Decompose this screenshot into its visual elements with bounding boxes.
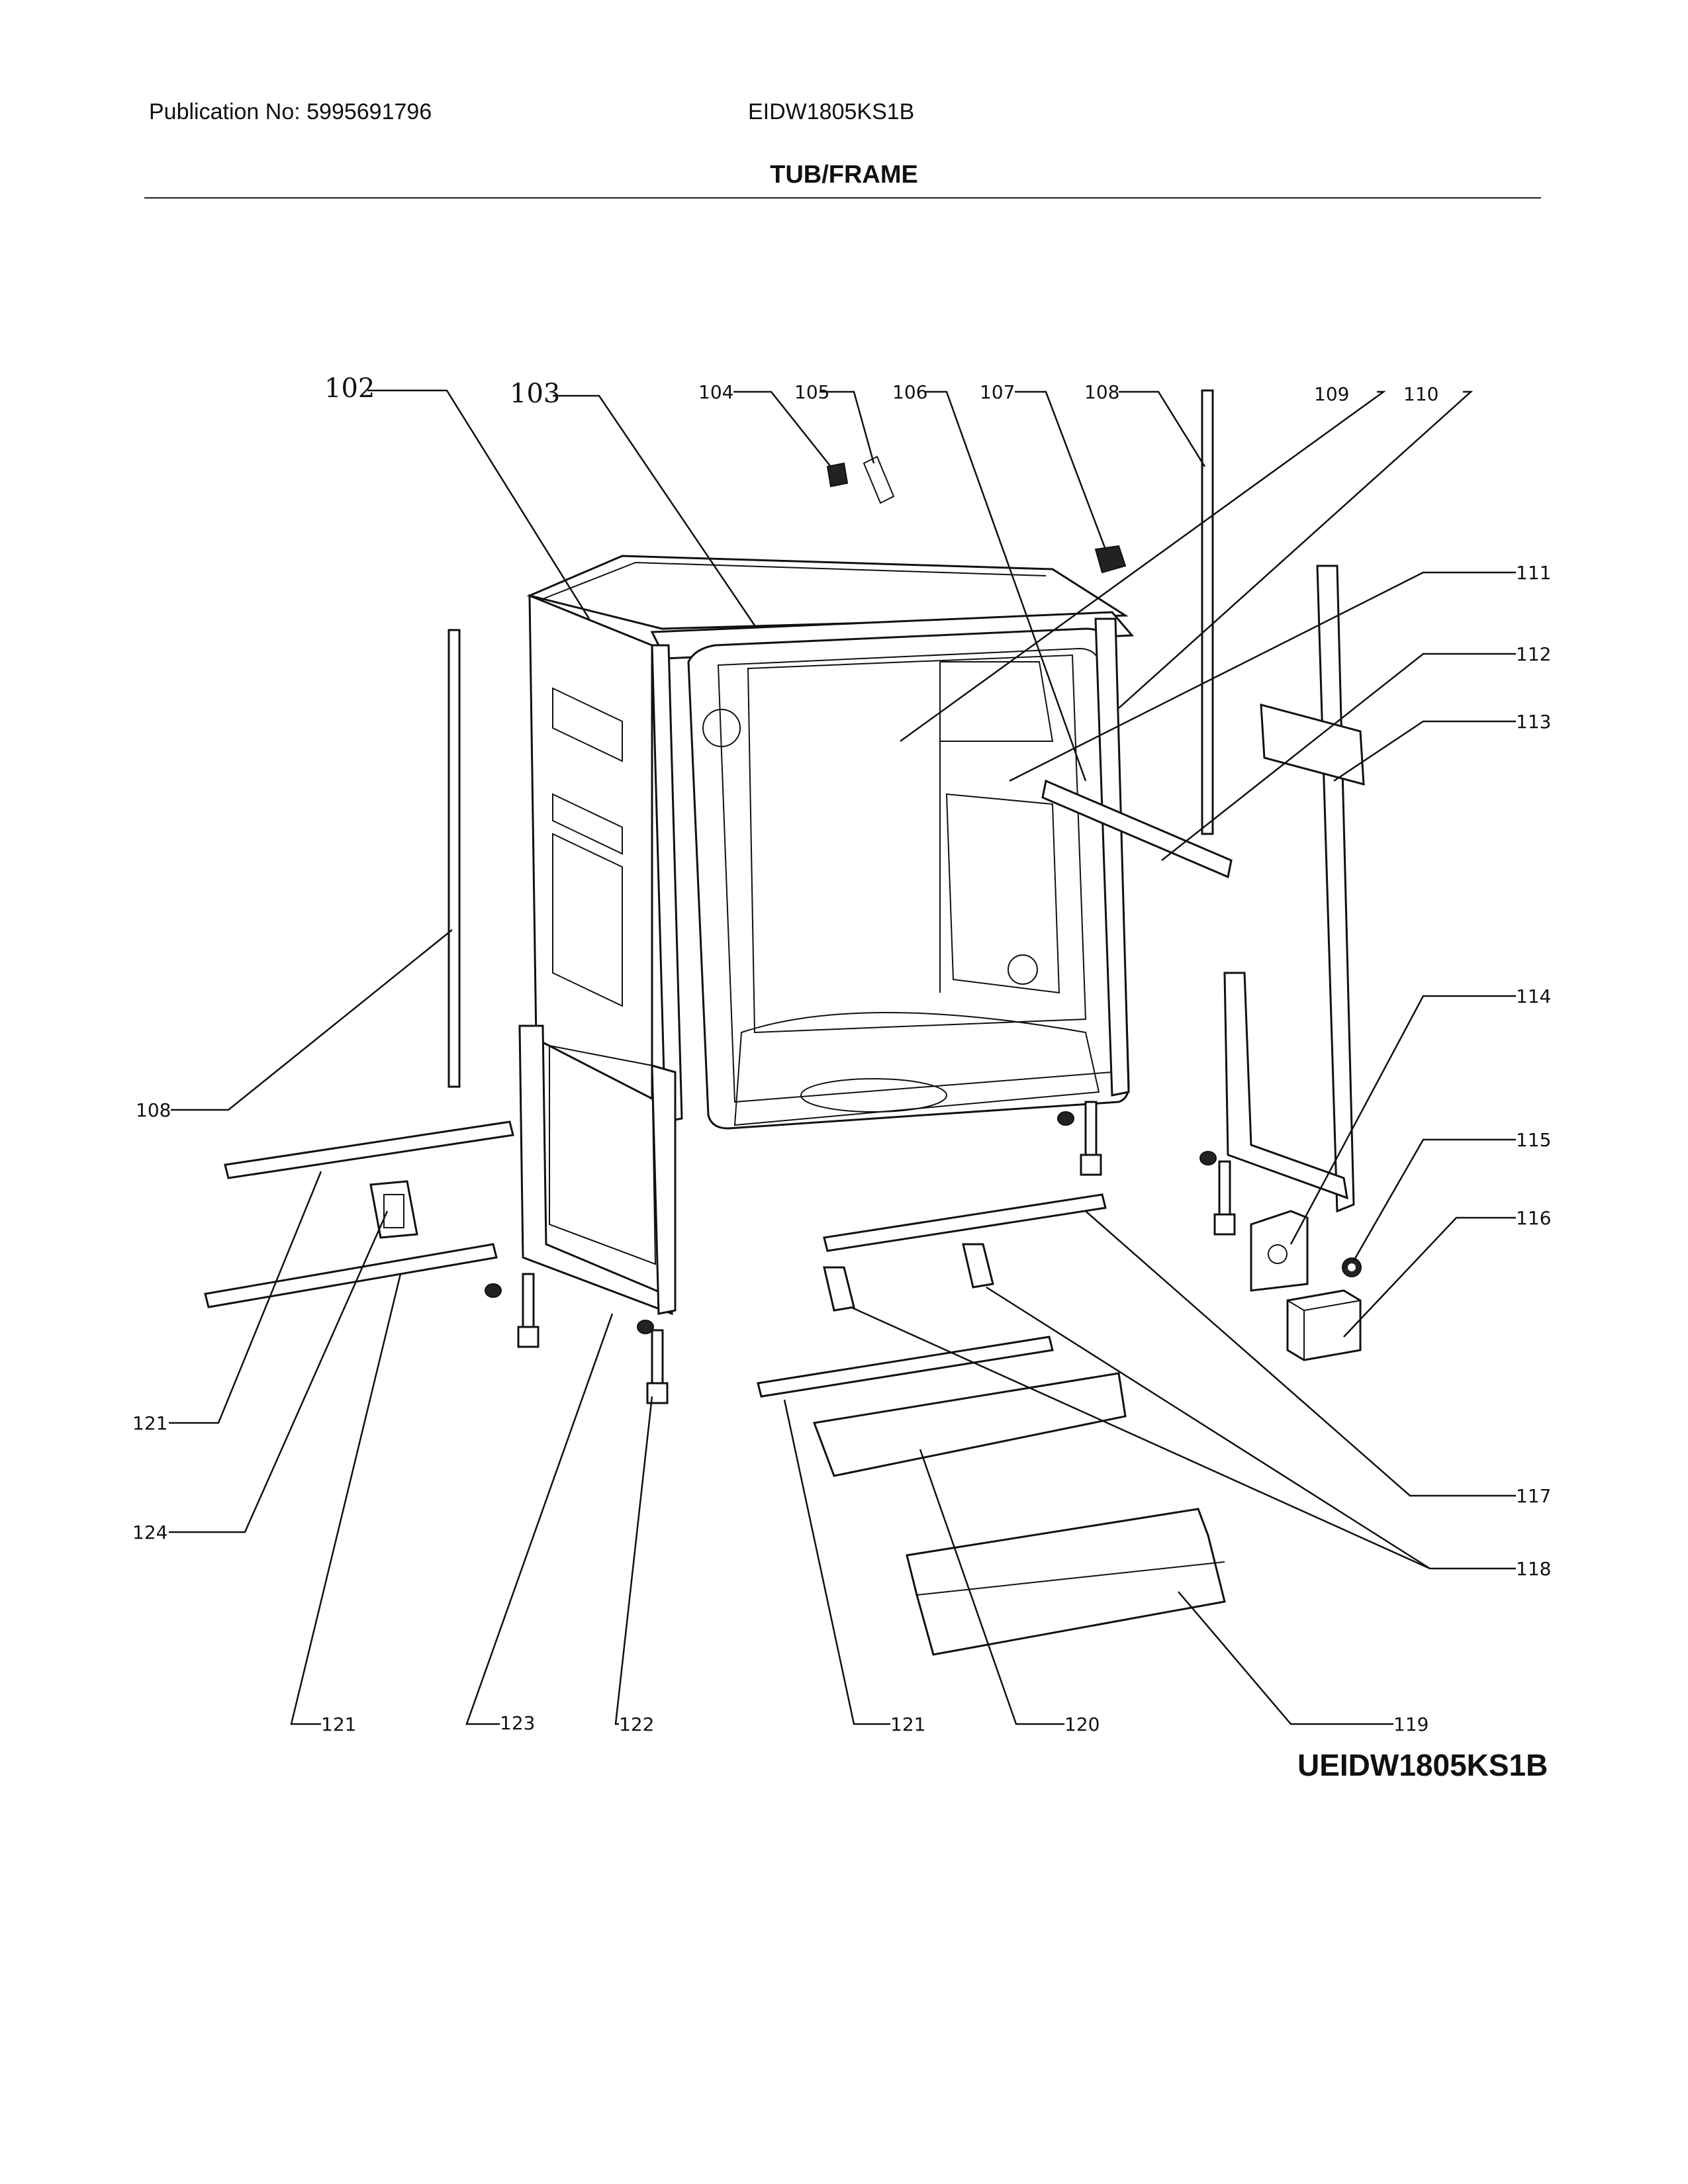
callout-112: 112 — [1516, 643, 1551, 665]
callout-119: 119 — [1393, 1713, 1429, 1735]
tub-assembly — [518, 555, 1135, 1316]
section-title: TUB/FRAME — [770, 161, 918, 189]
callout-122: 122 — [619, 1713, 654, 1735]
callout-115: 115 — [1516, 1129, 1551, 1151]
junction-box-116 — [1286, 1289, 1362, 1361]
bracket-118b — [962, 1243, 994, 1289]
callout-110: 110 — [1403, 383, 1438, 405]
corner-post-left — [447, 629, 461, 1088]
callout-108-top: 108 — [1084, 381, 1119, 403]
panel-120 — [812, 1372, 1127, 1477]
mounting-plate — [1260, 704, 1365, 786]
diagram-code: UEIDW1805KS1B — [1297, 1748, 1548, 1782]
rail-121-left-top — [224, 1120, 514, 1179]
rail-117 — [823, 1193, 1107, 1252]
bracket-118a — [823, 1266, 855, 1312]
callout-111: 111 — [1516, 562, 1551, 584]
callout-121-center: 121 — [890, 1713, 925, 1735]
leader-lines — [169, 389, 1516, 1725]
callout-106: 106 — [892, 381, 927, 403]
leveling-legs — [485, 1101, 1236, 1404]
callout-109: 109 — [1314, 383, 1349, 405]
callout-114: 114 — [1516, 985, 1551, 1007]
callout-105: 105 — [794, 381, 829, 403]
callout-120: 120 — [1064, 1713, 1100, 1735]
model-number: EIDW1805KS1B — [748, 99, 915, 124]
callout-113: 113 — [1516, 711, 1551, 733]
callout-121-left: 121 — [132, 1412, 167, 1434]
callout-104: 104 — [698, 381, 733, 403]
link-105 — [863, 455, 895, 504]
callout-124: 124 — [132, 1522, 167, 1543]
callout-118: 118 — [1516, 1558, 1551, 1580]
hinge-104 — [826, 462, 849, 488]
side-support-113 — [1316, 565, 1355, 1213]
callout-123: 123 — [500, 1712, 535, 1734]
publication-number: Publication No: 5995691796 — [149, 99, 432, 124]
right-lower-frame — [1223, 972, 1348, 1200]
callout-102: 102 — [324, 373, 375, 404]
corner-post-right — [1201, 389, 1214, 835]
kick-panel-119 — [906, 1508, 1226, 1656]
callout-117: 117 — [1516, 1485, 1551, 1507]
plate-124 — [369, 1180, 418, 1239]
bracket-114 — [1250, 1210, 1309, 1292]
rail-121-center — [757, 1336, 1054, 1398]
header-divider — [144, 197, 1541, 199]
hinge-107 — [1094, 545, 1127, 574]
callout-103: 103 — [510, 379, 560, 409]
rail-112 — [1041, 779, 1233, 879]
callout-121-bottom: 121 — [321, 1713, 356, 1735]
callout-107: 107 — [980, 381, 1015, 403]
callout-116: 116 — [1516, 1207, 1551, 1229]
rail-121-left-bottom — [204, 1243, 498, 1308]
callout-108-left: 108 — [136, 1099, 171, 1121]
